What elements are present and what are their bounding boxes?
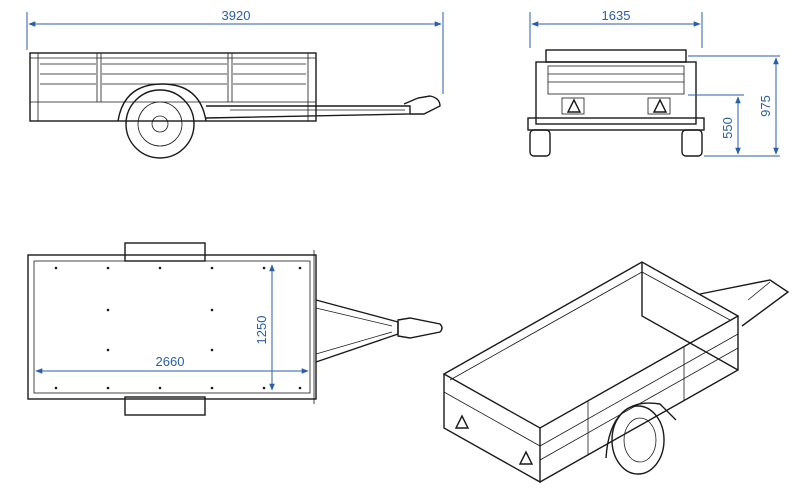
overall-width-label: 1635 xyxy=(602,8,631,23)
isometric-view xyxy=(442,261,790,484)
overall-length-label: 3920 xyxy=(222,8,251,23)
side-wheel xyxy=(125,89,195,159)
top-view: 1250 2660 xyxy=(27,242,443,416)
bed-rivets xyxy=(54,266,302,390)
overall-height-label: 975 xyxy=(758,95,773,117)
rear-view: 1635 550 975 xyxy=(527,8,780,157)
deck-width-label: 1250 xyxy=(254,316,269,345)
deck-height-label: 550 xyxy=(720,117,735,139)
side-view: 3920 xyxy=(26,8,444,159)
iso-wheel xyxy=(611,405,665,475)
rear-right-wheel xyxy=(681,129,703,157)
deck-length-label: 2660 xyxy=(156,354,185,369)
rear-left-wheel xyxy=(529,129,551,157)
